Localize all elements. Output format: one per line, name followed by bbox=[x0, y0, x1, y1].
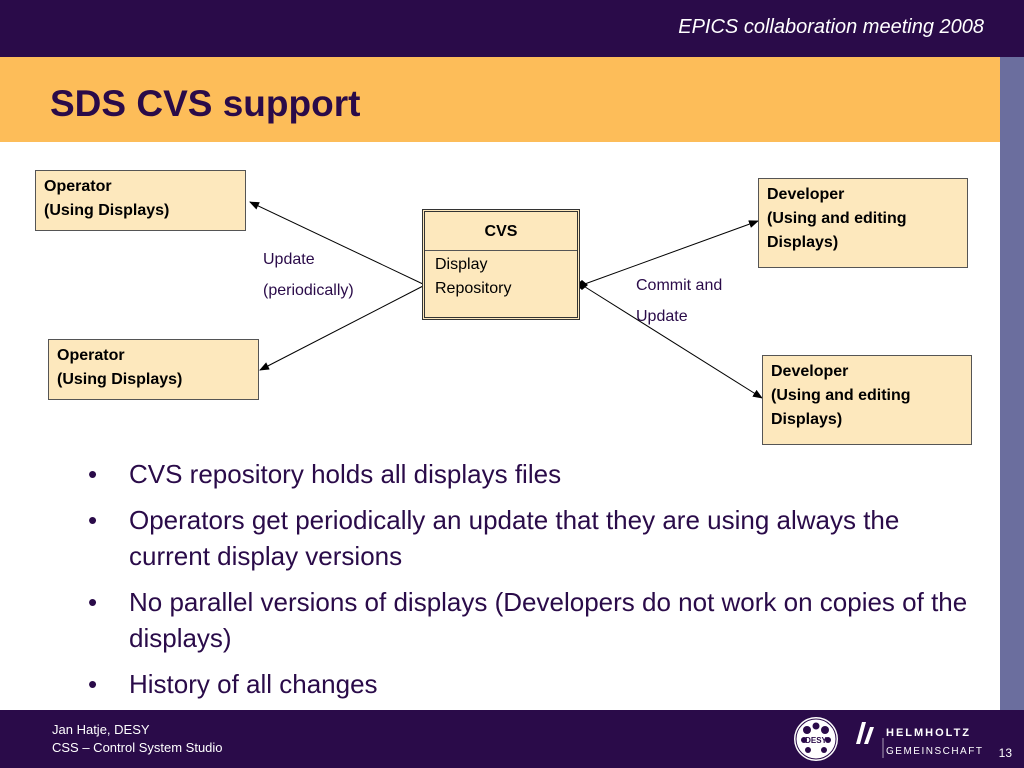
operator-bottom-box: Operator (Using Displays) bbox=[48, 339, 259, 400]
arrow-to-developer-bottom bbox=[581, 284, 763, 399]
commit-label-line-2: Update bbox=[636, 308, 688, 325]
developer-top-subtitle-1: (Using and editing bbox=[767, 210, 907, 227]
footer-bar: Jan Hatje, DESY CSS – Control System Stu… bbox=[0, 710, 1024, 768]
slide-title: SDS CVS support bbox=[50, 83, 361, 124]
bullet-item: CVS repository holds all displays files bbox=[88, 456, 978, 492]
update-label: Update (periodically) bbox=[263, 244, 354, 306]
developer-top-title: Developer bbox=[767, 186, 845, 203]
operator-top-subtitle: (Using Displays) bbox=[44, 202, 170, 219]
arrow-to-operator-top bbox=[249, 201, 426, 286]
commit-label-line-1: Commit and bbox=[636, 277, 723, 294]
developer-top-subtitle-2: Displays) bbox=[767, 234, 839, 251]
operator-top-title: Operator bbox=[44, 178, 112, 195]
cvs-title: CVS bbox=[425, 212, 577, 251]
arrow-to-operator-bottom bbox=[259, 284, 426, 371]
svg-text:HELMHOLTZ: HELMHOLTZ bbox=[886, 727, 971, 739]
cvs-description-line-2: Repository bbox=[435, 280, 512, 297]
developer-top-box: Developer (Using and editing Displays) bbox=[758, 178, 968, 268]
operator-top-box: Operator (Using Displays) bbox=[35, 170, 246, 231]
bullet-item: History of all changes bbox=[88, 666, 978, 702]
svg-text:GEMEINSCHAFT: GEMEINSCHAFT bbox=[886, 746, 983, 757]
update-label-line-1: Update bbox=[263, 251, 315, 268]
developer-bottom-box: Developer (Using and editing Displays) bbox=[762, 355, 972, 445]
cvs-repository-box: CVS Display Repository bbox=[422, 209, 580, 320]
footer-credits: Jan Hatje, DESY CSS – Control System Stu… bbox=[52, 721, 223, 757]
desy-logo-icon: DESY bbox=[794, 717, 838, 761]
bullet-list: CVS repository holds all displays files … bbox=[88, 456, 978, 712]
operator-bottom-title: Operator bbox=[57, 347, 125, 364]
operator-bottom-subtitle: (Using Displays) bbox=[57, 371, 183, 388]
developer-bottom-subtitle-2: Displays) bbox=[771, 411, 843, 428]
commit-label: Commit and Update bbox=[636, 270, 722, 332]
svg-text:DESY: DESY bbox=[805, 736, 827, 745]
page-number: 13 bbox=[998, 746, 1012, 760]
helmholtz-logo-icon: HELMHOLTZ GEMEINSCHAFT bbox=[856, 722, 983, 758]
title-band: SDS CVS support bbox=[0, 57, 1000, 142]
developer-bottom-title: Developer bbox=[771, 363, 849, 380]
footer-author: Jan Hatje, DESY bbox=[52, 722, 150, 737]
footer-project: CSS – Control System Studio bbox=[52, 740, 223, 755]
developer-bottom-subtitle-1: (Using and editing bbox=[771, 387, 911, 404]
arrow-to-developer-top bbox=[581, 220, 759, 286]
bullet-item: No parallel versions of displays (Develo… bbox=[88, 584, 978, 656]
update-label-line-2: (periodically) bbox=[263, 282, 354, 299]
cvs-description: Display Repository bbox=[425, 251, 577, 303]
bullet-item: Operators get periodically an update tha… bbox=[88, 502, 978, 574]
slide-content: Operator (Using Displays) Operator (Usin… bbox=[0, 142, 1000, 710]
cvs-description-line-1: Display bbox=[435, 256, 488, 273]
header-bar: EPICS collaboration meeting 2008 bbox=[0, 0, 1024, 57]
conference-title: EPICS collaboration meeting 2008 bbox=[678, 16, 984, 38]
